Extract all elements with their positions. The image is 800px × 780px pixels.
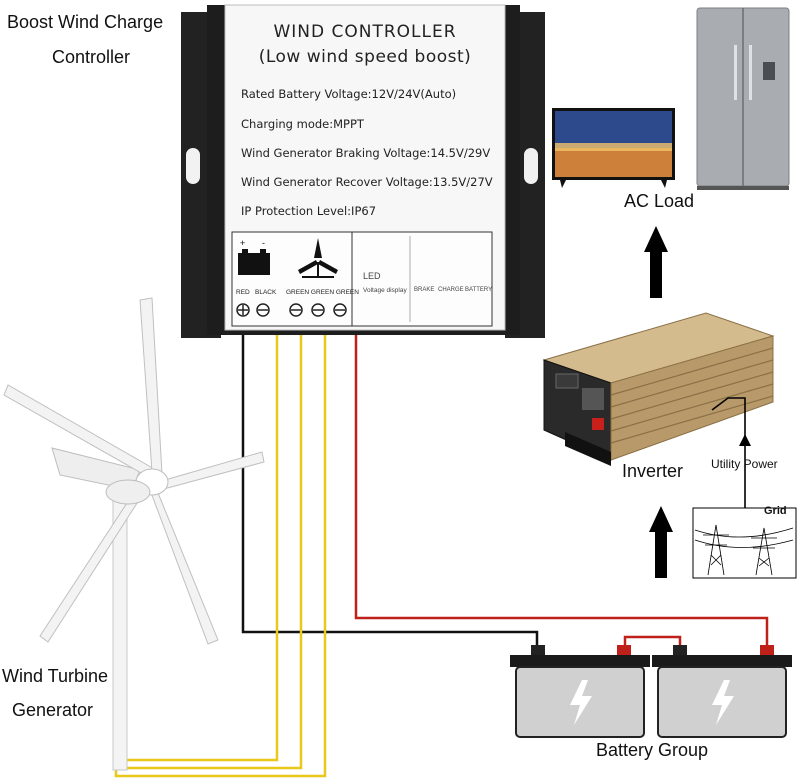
inverter-icon bbox=[542, 312, 775, 466]
ac-load-label: AC Load bbox=[624, 191, 695, 211]
battery-right bbox=[652, 645, 792, 738]
controller-subtitle: (Low wind speed boost) bbox=[258, 47, 472, 67]
terminal-panel bbox=[231, 231, 493, 327]
utility-connection bbox=[711, 397, 751, 508]
red-wire bbox=[354, 335, 769, 650]
battery-group-label: Battery Group bbox=[596, 740, 709, 760]
left-slot bbox=[186, 148, 200, 184]
wind-controller-unit bbox=[181, 4, 545, 338]
charge-label: CHARGE bbox=[438, 287, 464, 293]
terminal-red-label: RED bbox=[236, 289, 250, 296]
terminal-black-label: BLACK bbox=[255, 289, 277, 296]
battery-link-wire bbox=[623, 635, 682, 650]
battery-terminal-icon bbox=[238, 249, 270, 275]
battery-label: BATTERY bbox=[465, 287, 493, 293]
wind-turbine bbox=[3, 297, 265, 771]
turbine-tower bbox=[112, 499, 128, 771]
spec-ip-level: IP Protection Level:IP67 bbox=[241, 204, 377, 218]
black-wire bbox=[241, 335, 539, 650]
terminal-green-labels: GREEN GREEN GREEN bbox=[286, 289, 359, 296]
terminal-plus: + bbox=[240, 238, 246, 248]
spec-charging-mode: Charging mode:MPPT bbox=[241, 117, 364, 131]
grid-icon bbox=[692, 507, 797, 579]
turbine-caption-line1: Wind Turbine bbox=[2, 666, 109, 686]
up-arrow-inverter bbox=[649, 506, 673, 578]
tv-icon bbox=[552, 108, 675, 188]
spec-rated-voltage: Rated Battery Voltage:12V/24V(Auto) bbox=[241, 87, 457, 101]
voltage-display-label: Voltage display bbox=[363, 287, 407, 294]
terminal-minus: - bbox=[262, 238, 265, 248]
led-label: LED bbox=[363, 271, 381, 281]
right-slot bbox=[524, 148, 538, 184]
utility-power-label: Utility Power bbox=[711, 457, 778, 471]
controller-caption-line2: Controller bbox=[52, 47, 131, 67]
up-arrow-ac-load bbox=[644, 226, 668, 298]
inverter-label: Inverter bbox=[622, 461, 684, 481]
brake-label: BRAKE bbox=[414, 287, 435, 293]
turbine-terminal-icon bbox=[298, 238, 338, 278]
screw-terminals bbox=[236, 303, 347, 317]
refrigerator-icon bbox=[696, 7, 790, 190]
turbine-caption-line2: Generator bbox=[12, 700, 94, 720]
controller-title: WIND CONTROLLER bbox=[273, 22, 457, 42]
yellow-wire-1 bbox=[118, 335, 279, 762]
controller-caption-line1: Boost Wind Charge bbox=[7, 12, 164, 32]
spec-recover-voltage: Wind Generator Recover Voltage:13.5V/27V bbox=[241, 175, 493, 189]
grid-label: Grid bbox=[764, 505, 787, 517]
spec-braking-voltage: Wind Generator Braking Voltage:14.5V/29V bbox=[241, 146, 491, 160]
battery-left bbox=[510, 645, 650, 738]
